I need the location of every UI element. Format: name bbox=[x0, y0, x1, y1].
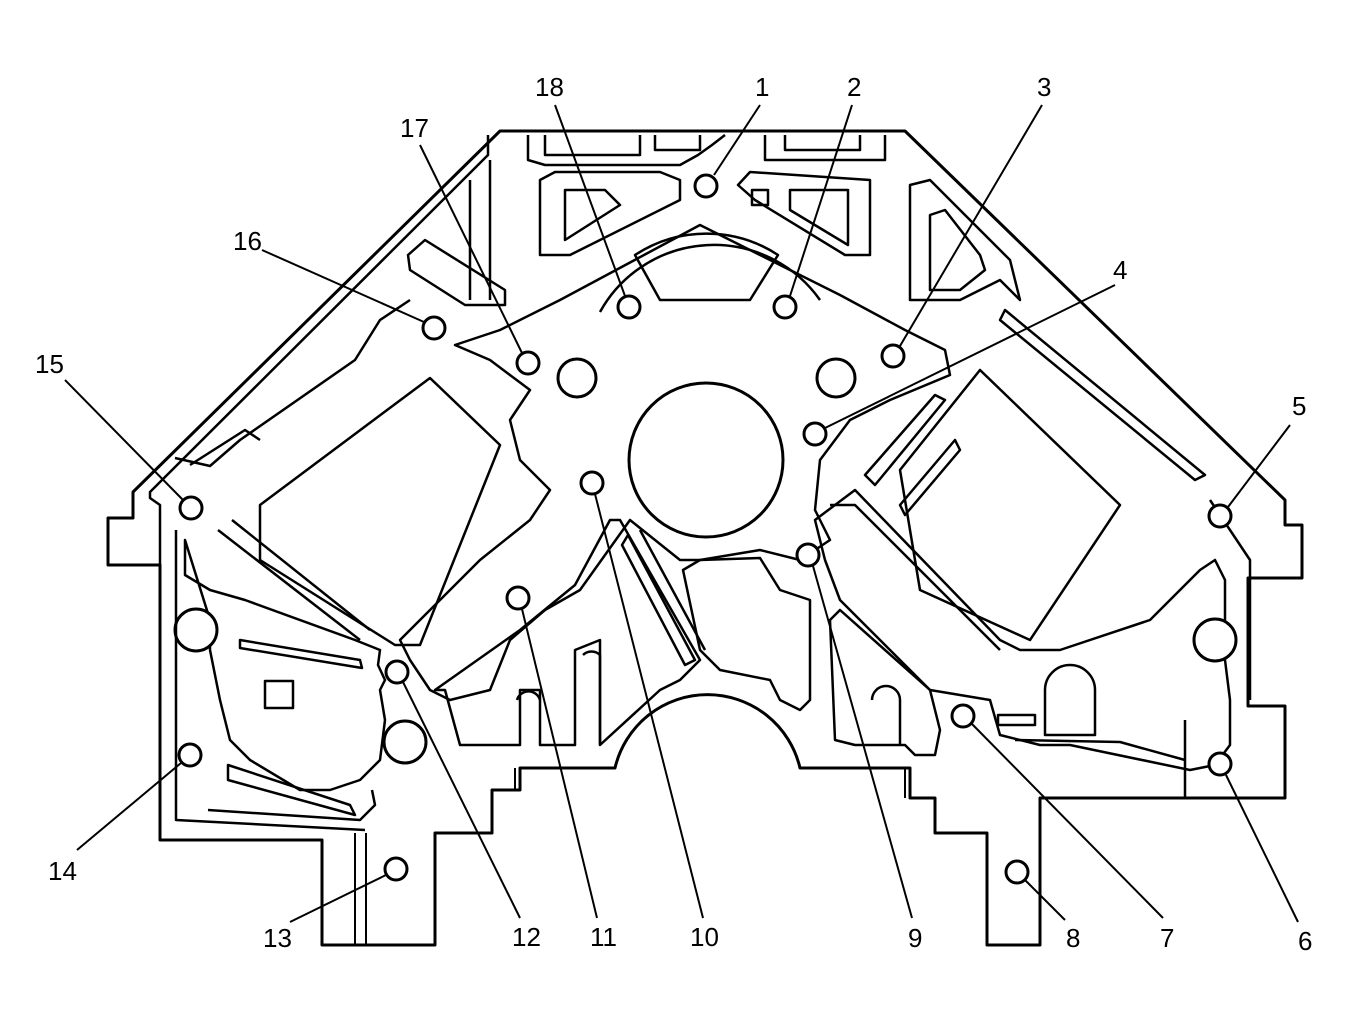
bolt-hole-9 bbox=[795, 542, 821, 568]
leader-6 bbox=[1225, 774, 1299, 923]
callout-16: 16 bbox=[233, 226, 262, 256]
callout-7: 7 bbox=[1160, 923, 1174, 953]
callout-2: 2 bbox=[847, 72, 861, 102]
left-bank bbox=[173, 298, 502, 832]
callout-labels: 1 2 3 4 5 6 7 8 9 10 11 12 13 14 15 16 1… bbox=[35, 72, 1312, 956]
callout-3: 3 bbox=[1037, 72, 1051, 102]
bolt-hole-1 bbox=[693, 173, 719, 199]
bolt-holes bbox=[177, 173, 1233, 885]
leader-5 bbox=[1227, 424, 1291, 508]
bolt-hole-10 bbox=[579, 470, 605, 496]
callout-8: 8 bbox=[1066, 923, 1080, 953]
bolt-hole-14 bbox=[177, 742, 203, 768]
callout-18: 18 bbox=[535, 72, 564, 102]
callout-9: 9 bbox=[908, 923, 922, 953]
leader-17 bbox=[419, 144, 523, 354]
leader-7 bbox=[971, 723, 1164, 919]
bolt-hole-11 bbox=[505, 585, 531, 611]
leader-18 bbox=[554, 104, 626, 297]
bolt-hole-5 bbox=[1207, 503, 1233, 529]
bolt-hole-3 bbox=[880, 343, 906, 369]
callout-6: 6 bbox=[1298, 926, 1312, 956]
leader-15 bbox=[64, 379, 184, 501]
leader-14 bbox=[76, 762, 182, 851]
callout-14: 14 bbox=[48, 856, 77, 886]
callout-11: 11 bbox=[590, 922, 617, 952]
leader-1 bbox=[713, 104, 761, 176]
leader-lines bbox=[64, 104, 1299, 923]
leader-16 bbox=[261, 249, 425, 323]
leader-12 bbox=[402, 681, 521, 919]
bolt-hole-7 bbox=[950, 703, 976, 729]
leader-10 bbox=[594, 493, 704, 919]
upper-ribs bbox=[406, 134, 1022, 313]
crankshaft-bore bbox=[627, 381, 785, 539]
block-outline bbox=[106, 129, 1304, 947]
bolt-hole-15 bbox=[178, 495, 204, 521]
right-bank bbox=[813, 308, 1252, 798]
bolt-hole-6 bbox=[1207, 751, 1233, 777]
bolt-hole-16 bbox=[421, 315, 447, 341]
callout-1: 1 bbox=[755, 72, 769, 102]
leader-3 bbox=[899, 104, 1043, 347]
bolt-hole-12 bbox=[384, 659, 410, 685]
callout-4: 4 bbox=[1113, 255, 1127, 285]
bolt-hole-4 bbox=[802, 421, 828, 447]
callout-17: 17 bbox=[400, 113, 429, 143]
lower-center bbox=[433, 518, 942, 757]
leader-8 bbox=[1024, 879, 1066, 921]
center-plate bbox=[398, 223, 952, 702]
bolt-hole-8 bbox=[1004, 859, 1030, 885]
leader-13 bbox=[289, 874, 387, 923]
leader-11 bbox=[521, 608, 598, 919]
leader-2 bbox=[789, 104, 853, 297]
callout-13: 13 bbox=[263, 923, 292, 953]
bolt-hole-17 bbox=[515, 350, 541, 376]
callout-5: 5 bbox=[1292, 391, 1306, 421]
leader-9 bbox=[812, 565, 913, 919]
bolt-hole-18 bbox=[616, 294, 642, 320]
bolt-hole-13 bbox=[383, 856, 409, 882]
bolt-hole-2 bbox=[772, 294, 798, 320]
leader-4 bbox=[824, 284, 1116, 429]
callout-10: 10 bbox=[690, 922, 719, 952]
callout-15: 15 bbox=[35, 349, 64, 379]
callout-12: 12 bbox=[512, 922, 541, 952]
